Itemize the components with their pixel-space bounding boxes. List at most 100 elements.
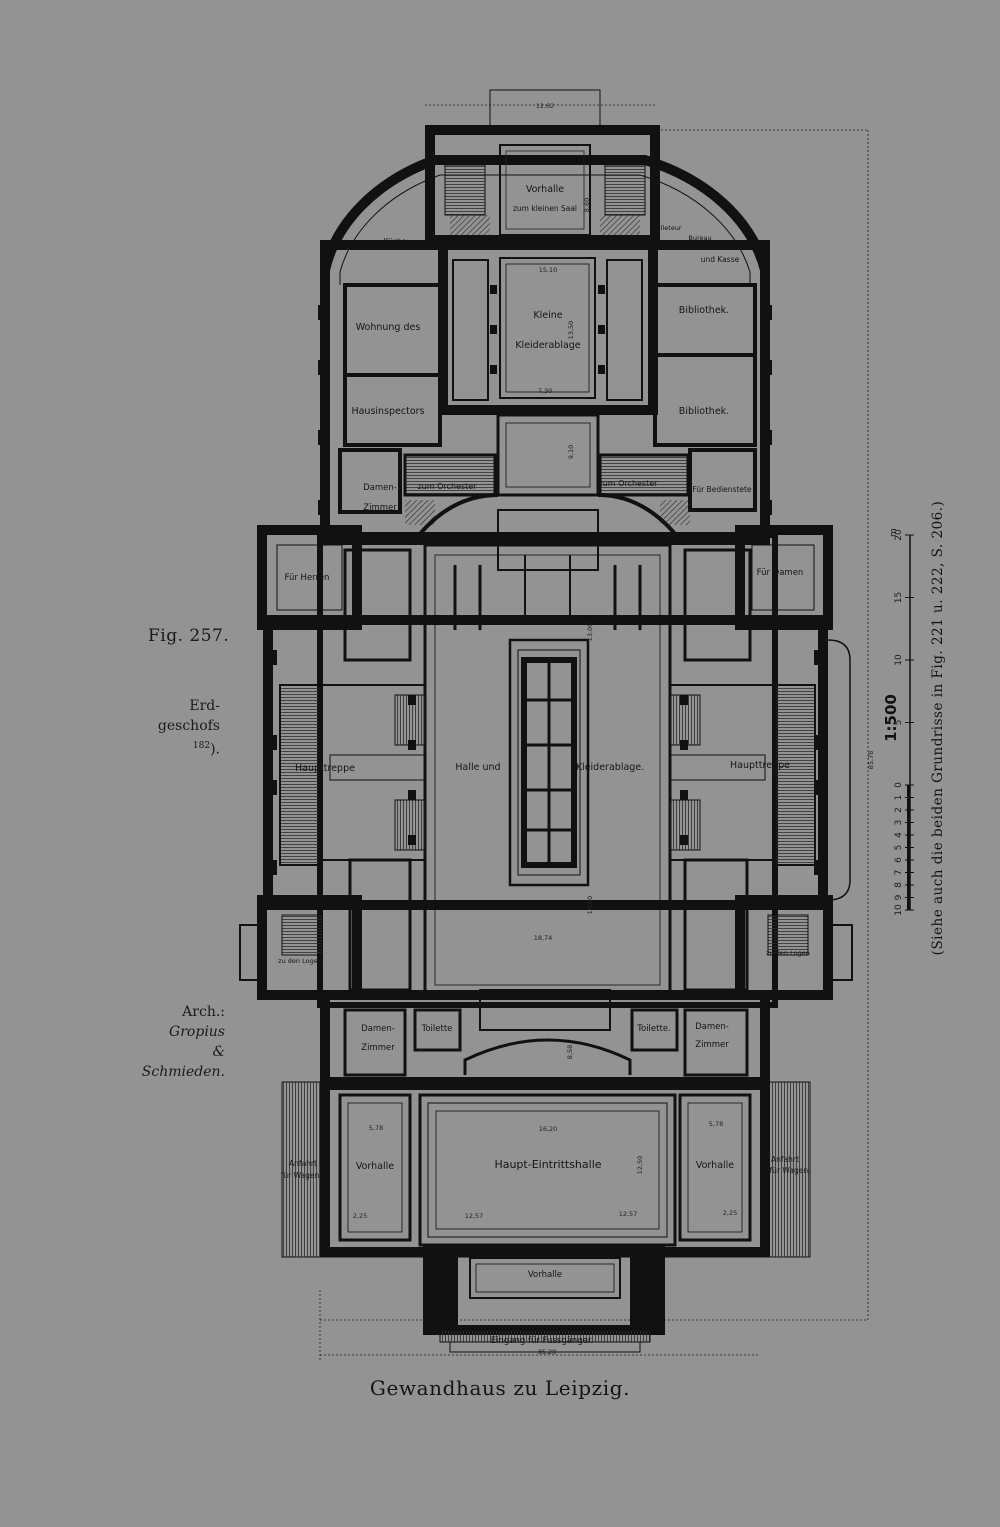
label-wohnung: Wohnung des	[356, 322, 421, 333]
dim-side-left: 2,25	[353, 1212, 367, 1220]
label-vorhalle-left: Vorhalle	[356, 1161, 394, 1172]
dim-top-width: 12,62	[536, 102, 555, 110]
label-zu-den-logen-right: zu den Logen	[766, 949, 810, 957]
label-zum-orchester-left: zum Orchester	[418, 482, 478, 491]
dim-eintritt-depth: 8,58	[566, 1045, 574, 1059]
scale-tick-label: 6	[894, 857, 904, 863]
floor-label-note: 182	[192, 741, 211, 751]
label-damen-zimmer-top-1: Damen-	[363, 483, 397, 493]
label-billeteur: Billeteur	[654, 224, 682, 232]
label-zum-orchester-right: zum Orchester	[599, 479, 659, 488]
label-toilette-left: Toilette	[421, 1024, 453, 1034]
label-damen-zimmer-br-2: Zimmer	[695, 1040, 729, 1050]
dim-side-right: 2,25	[723, 1209, 737, 1217]
scale-tick-label: 20	[894, 529, 904, 541]
scale-unit: m	[889, 528, 899, 537]
label-vorhalle-top: Vorhalle	[526, 184, 564, 195]
entrance-block	[281, 989, 811, 1353]
figure-number: Fig. 257.	[148, 626, 230, 646]
scale-tick-label: 7	[894, 870, 904, 876]
scale-tick-label: 5	[894, 845, 904, 851]
architect-label: Arch.:	[182, 1004, 225, 1020]
label-und-kasse: und Kasse	[701, 255, 740, 264]
label-bureau: Bureau	[688, 234, 711, 242]
dim-kleine-inner: 7,30	[538, 387, 552, 395]
dim-total-width: 35,28	[538, 1348, 557, 1356]
label-anfahrt-right-1: Anfahrt	[771, 1155, 799, 1164]
scale-tick-label: 10	[894, 654, 904, 666]
dim-inner-left: 12,57	[465, 1212, 484, 1220]
dim-hall-upper: 13,00	[586, 623, 594, 642]
label-fuer-bedienstete: Für Bedienstete	[692, 485, 751, 494]
floor-label-word: geschofs	[157, 718, 220, 734]
label-kueche: Küche	[384, 237, 407, 246]
label-toilette-right: Toilette.	[636, 1024, 671, 1034]
figure-caption: Gewandhaus zu Leipzig.	[369, 1376, 631, 1400]
label-hausinspectors: Hausinspectors	[351, 406, 424, 417]
architect-name-2: & Schmieden.	[141, 1044, 225, 1080]
label-zum-kleinen-saal: zum kleinen Saal	[513, 204, 577, 213]
architect-credit: Arch.: Gropius & Schmieden.	[140, 1002, 225, 1082]
upper-body	[320, 240, 770, 545]
label-damen-zimmer-br-1: Damen-	[695, 1022, 729, 1032]
floor-label-line1: Erd-	[189, 698, 220, 714]
scale-ratio: 1:500	[882, 694, 900, 742]
dimension-lines	[319, 104, 869, 1360]
floor-label-close: ).	[210, 741, 220, 758]
label-bibliothek-1: Bibliothek.	[679, 305, 729, 316]
label-fuer-damen: Für Damen	[757, 568, 804, 578]
dimension-labels: 12,62 8,60 15,10 13,50 7,30 9,10 13,00 1…	[353, 102, 875, 1356]
label-damen-zimmer-bl-2: Zimmer	[361, 1043, 395, 1053]
label-zu-den-logen-left: zu den Logen	[278, 957, 322, 965]
scale-tick-label: 1	[894, 795, 904, 801]
dim-passage: 9,10	[567, 445, 575, 459]
architect-name-1: Gropius	[169, 1024, 225, 1040]
label-kleine: Kleine	[533, 310, 562, 321]
dim-kleine-depth: 13,50	[567, 321, 575, 340]
label-halle-und: Halle und	[455, 762, 500, 773]
dim-eintritt-height: 12,50	[636, 1156, 644, 1175]
dim-eintritt-width: 16,20	[539, 1125, 558, 1133]
label-bibliothek-2: Bibliothek.	[679, 406, 729, 417]
label-vorhalle-bottom: Vorhalle	[528, 1270, 562, 1280]
label-kleiderablage-small: Kleiderablage	[515, 340, 580, 351]
label-haupt-eintrittshalle: Haupt-Eintrittshalle	[494, 1158, 601, 1171]
label-kleiderablage-main: Kleiderablage.	[576, 762, 644, 773]
label-anfahrt-left-1: Anfahrt	[289, 1159, 317, 1168]
dim-kleine-width: 15,10	[539, 266, 558, 274]
floor-label: Erd- geschofs 182).	[130, 696, 220, 760]
dim-vorhalle-depth: 8,60	[583, 198, 591, 212]
label-eingang: Eingang für Fussgänger.	[491, 1336, 594, 1346]
scale-tick-label: 9	[894, 894, 904, 900]
dim-inner-right: 12,57	[619, 1210, 638, 1218]
label-vorhalle-right: Vorhalle	[696, 1160, 734, 1171]
dim-hall-lower: 18,00	[586, 896, 594, 915]
label-anfahrt-right-2: für Wagen.	[770, 1166, 811, 1175]
pillars	[265, 285, 826, 875]
dim-vorhalle-right-width: 5,78	[709, 1120, 723, 1128]
scale-tick-label: 5	[894, 720, 904, 726]
label-anfahrt-left-2: für Wagen	[281, 1171, 320, 1180]
dim-hall-width: 18,74	[534, 934, 553, 942]
scale-tick-label: 15	[894, 592, 904, 603]
label-fuer-herren: Für Herren	[285, 573, 330, 583]
label-haupttreppe-right: Haupttreppe	[730, 760, 790, 771]
room-labels: Vorhalle zum kleinen Saal Küche Billeteu…	[278, 184, 810, 1346]
label-haupttreppe-left: Haupttreppe	[295, 763, 355, 774]
dim-vorhalle-left-width: 5,78	[369, 1124, 383, 1132]
reference-note: (Siehe auch die beiden Grundrisse in Fig…	[930, 500, 946, 956]
scale-tick-label: 3	[894, 820, 904, 826]
label-damen-zimmer-bl-1: Damen-	[361, 1024, 395, 1034]
scale-tick-label: 8	[894, 882, 904, 888]
main-body	[263, 509, 828, 1008]
hatched-walls	[405, 215, 690, 1330]
dim-total-length: 85,78	[867, 751, 875, 770]
floor-label-line2: geschofs 182).	[130, 716, 220, 760]
scale-tick-label: 10	[894, 904, 904, 916]
scale-tick-label: 2	[894, 807, 904, 813]
label-damen-zimmer-top-2: Zimmer	[363, 503, 397, 513]
